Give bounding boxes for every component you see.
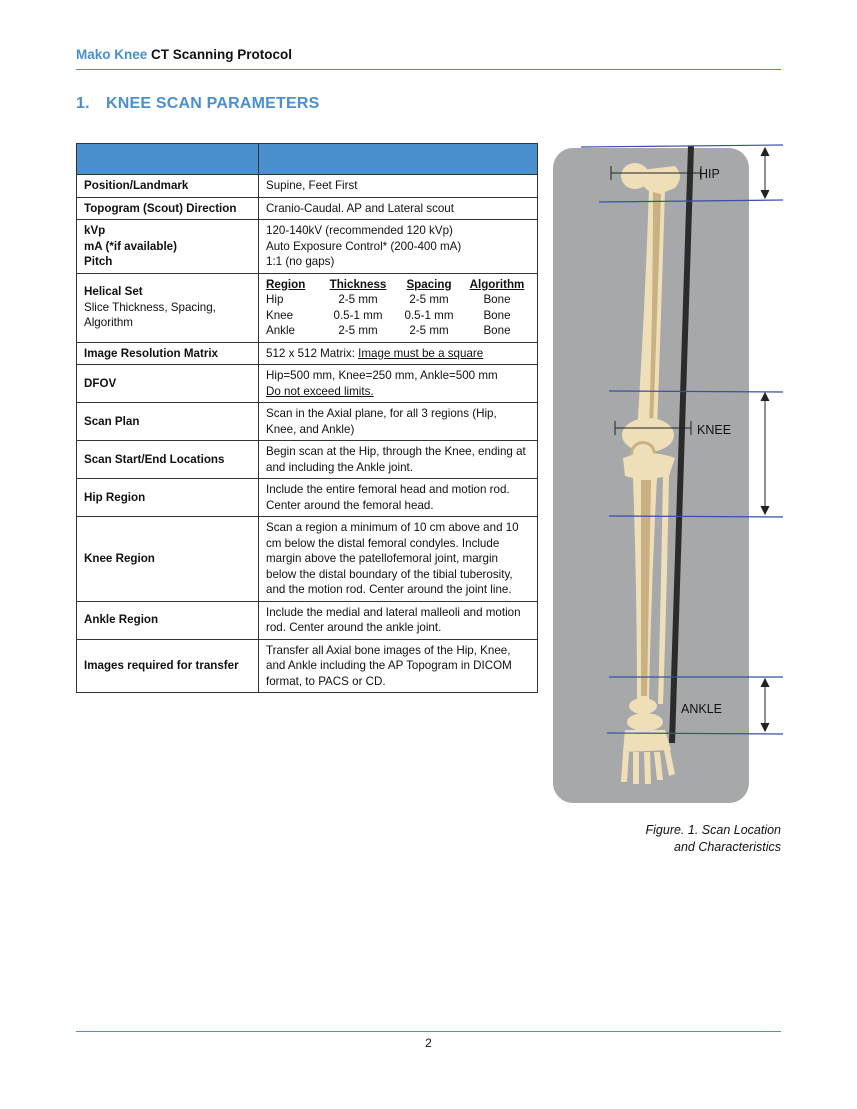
table-row: DFOV Hip=500 mm, Knee=250 mm, Ankle=500 … <box>76 364 538 403</box>
leg-scan-figure: HIP KNEE ANKLE <box>553 140 784 810</box>
knee-scan-line-bottom <box>608 515 784 518</box>
caption-line: Figure. 1. Scan Location <box>645 823 782 837</box>
pitch-label: Pitch <box>84 255 113 268</box>
hip-label: HIP <box>699 167 720 181</box>
helical-cell: 2-5 mm <box>338 324 378 337</box>
helical-col-header: Region <box>266 277 306 291</box>
header-divider <box>76 69 781 70</box>
helical-cell: 2-5 mm <box>409 324 449 337</box>
row-value: Hip=500 mm, Knee=250 mm, Ankle=500 mm Do… <box>258 364 538 403</box>
table-row: Scan Start/End Locations Begin scan at t… <box>76 440 538 479</box>
row-value: Include the entire femoral head and moti… <box>258 478 538 517</box>
hip-scan-line-bottom <box>598 199 784 203</box>
dfov-note: Do not exceed limits. <box>266 384 374 398</box>
row-value: Cranio-Caudal. AP and Lateral scout <box>258 196 538 220</box>
knee-scan-line-top <box>608 390 784 393</box>
helical-cell: Bone <box>483 308 511 322</box>
table-row: Scan Plan Scan in the Axial plane, for a… <box>76 402 538 441</box>
foot-bones <box>621 713 675 784</box>
row-value: Region Thickness Spacing Algorithm Hip 2… <box>258 272 538 343</box>
page-header: Mako Knee CT Scanning Protocol <box>76 47 292 62</box>
row-value: Scan a region a minimum of 10 cm above a… <box>258 516 538 602</box>
table-row: Knee Region Scan a region a minimum of 1… <box>76 516 538 602</box>
header-title: CT Scanning Protocol <box>151 47 293 62</box>
section-heading: 1. KNEE SCAN PARAMETERS <box>76 95 320 113</box>
kvp-value: 120-140kV (recommended 120 kVp) <box>266 224 453 237</box>
table-row: Position/Landmark Supine, Feet First <box>76 174 538 198</box>
row-value: Scan in the Axial plane, for all 3 regio… <box>258 402 538 441</box>
range-arrows <box>760 146 770 733</box>
scan-lines <box>580 144 784 735</box>
helical-label: Helical Set <box>84 285 143 299</box>
table-row: Ankle Region Include the medial and late… <box>76 600 538 640</box>
row-label: Scan Plan <box>76 402 259 441</box>
table-row: Topogram (Scout) Direction Cranio-Caudal… <box>76 196 538 220</box>
ma-label: mA (*if available) <box>84 239 177 253</box>
row-value: 120-140kV (recommended 120 kVp) Auto Exp… <box>258 219 538 274</box>
helical-cell: Ankle <box>266 324 296 337</box>
table-row: Helical Set Slice Thickness, Spacing, Al… <box>76 272 538 343</box>
helical-col-header: Spacing <box>406 277 452 291</box>
section-number: 1. <box>76 95 90 112</box>
femur-bone <box>621 163 680 452</box>
row-value: 512 x 512 Matrix: Image must be a square <box>258 341 538 365</box>
scan-parameters-table: Position/Landmark Supine, Feet First Top… <box>76 143 538 693</box>
matrix-note: Image must be a square <box>358 346 484 360</box>
header-brand: Mako Knee <box>76 47 148 62</box>
ankle-scan-line-bottom <box>606 732 784 735</box>
page-number: 2 <box>425 1036 432 1050</box>
helical-cell: Knee <box>266 308 294 322</box>
pitch-value: 1:1 (no gaps) <box>266 255 335 268</box>
knee-label: KNEE <box>697 423 731 437</box>
fibula-bone <box>658 474 669 704</box>
helical-grid: Region Thickness Spacing Algorithm Hip 2… <box>266 277 530 339</box>
helical-cell: Hip <box>266 293 284 306</box>
leg-illustration: HIP KNEE ANKLE <box>553 144 784 803</box>
row-label: Helical Set Slice Thickness, Spacing, Al… <box>76 272 259 343</box>
row-label: Knee Region <box>76 516 259 602</box>
helical-cell: 2-5 mm <box>338 293 378 306</box>
ma-value: Auto Exposure Control* (200-400 mA) <box>266 239 462 253</box>
footer-divider <box>76 1031 781 1032</box>
row-value: Supine, Feet First <box>258 174 538 198</box>
helical-col-header: Thickness <box>329 277 387 291</box>
table-row: Images required for transfer Transfer al… <box>76 638 538 693</box>
helical-sublabel: Slice Thickness, Spacing, Algorithm <box>84 300 216 330</box>
table-header-row <box>76 143 538 175</box>
helical-cell: 0.5-1 mm <box>404 308 454 322</box>
helical-cell: Bone <box>483 293 511 306</box>
row-label: Topogram (Scout) Direction <box>76 196 259 220</box>
row-value: Begin scan at the Hip, through the Knee,… <box>258 440 538 479</box>
helical-cell: Bone <box>483 324 511 337</box>
table-row: Hip Region Include the entire femoral he… <box>76 478 538 517</box>
table-header-cell <box>76 143 259 175</box>
dfov-value: Hip=500 mm, Knee=250 mm, Ankle=500 mm <box>266 369 498 382</box>
helical-cell: 0.5-1 mm <box>333 308 383 322</box>
hip-scan-line-top <box>580 144 784 148</box>
row-label: Scan Start/End Locations <box>76 440 259 479</box>
row-label: Ankle Region <box>76 600 259 640</box>
table-row: Image Resolution Matrix 512 x 512 Matrix… <box>76 341 538 365</box>
width-markers <box>610 166 702 435</box>
row-value: Include the medial and lateral malleoli … <box>258 600 538 640</box>
figure-caption: Figure. 1. Scan Location and Characteris… <box>646 822 782 856</box>
matrix-value: 512 x 512 Matrix: <box>266 346 355 360</box>
row-label: kVp mA (*if available) Pitch <box>76 219 259 274</box>
table-header-cell <box>258 143 538 175</box>
row-label: Image Resolution Matrix <box>76 341 259 365</box>
table-row: kVp mA (*if available) Pitch 120-140kV (… <box>76 219 538 274</box>
row-label: Position/Landmark <box>76 174 259 198</box>
caption-line: and Characteristics <box>674 840 781 854</box>
kvp-label: kVp <box>84 224 106 237</box>
section-title: KNEE SCAN PARAMETERS <box>106 95 320 112</box>
row-label: Hip Region <box>76 478 259 517</box>
motion-rod <box>669 145 694 744</box>
row-value: Transfer all Axial bone images of the Hi… <box>258 638 538 693</box>
helical-col-header: Algorithm <box>469 277 525 291</box>
helical-cell: 2-5 mm <box>409 293 449 306</box>
row-label: Images required for transfer <box>76 638 259 693</box>
ankle-label: ANKLE <box>681 702 722 716</box>
tibia-bone <box>623 453 675 714</box>
row-label: DFOV <box>76 364 259 403</box>
